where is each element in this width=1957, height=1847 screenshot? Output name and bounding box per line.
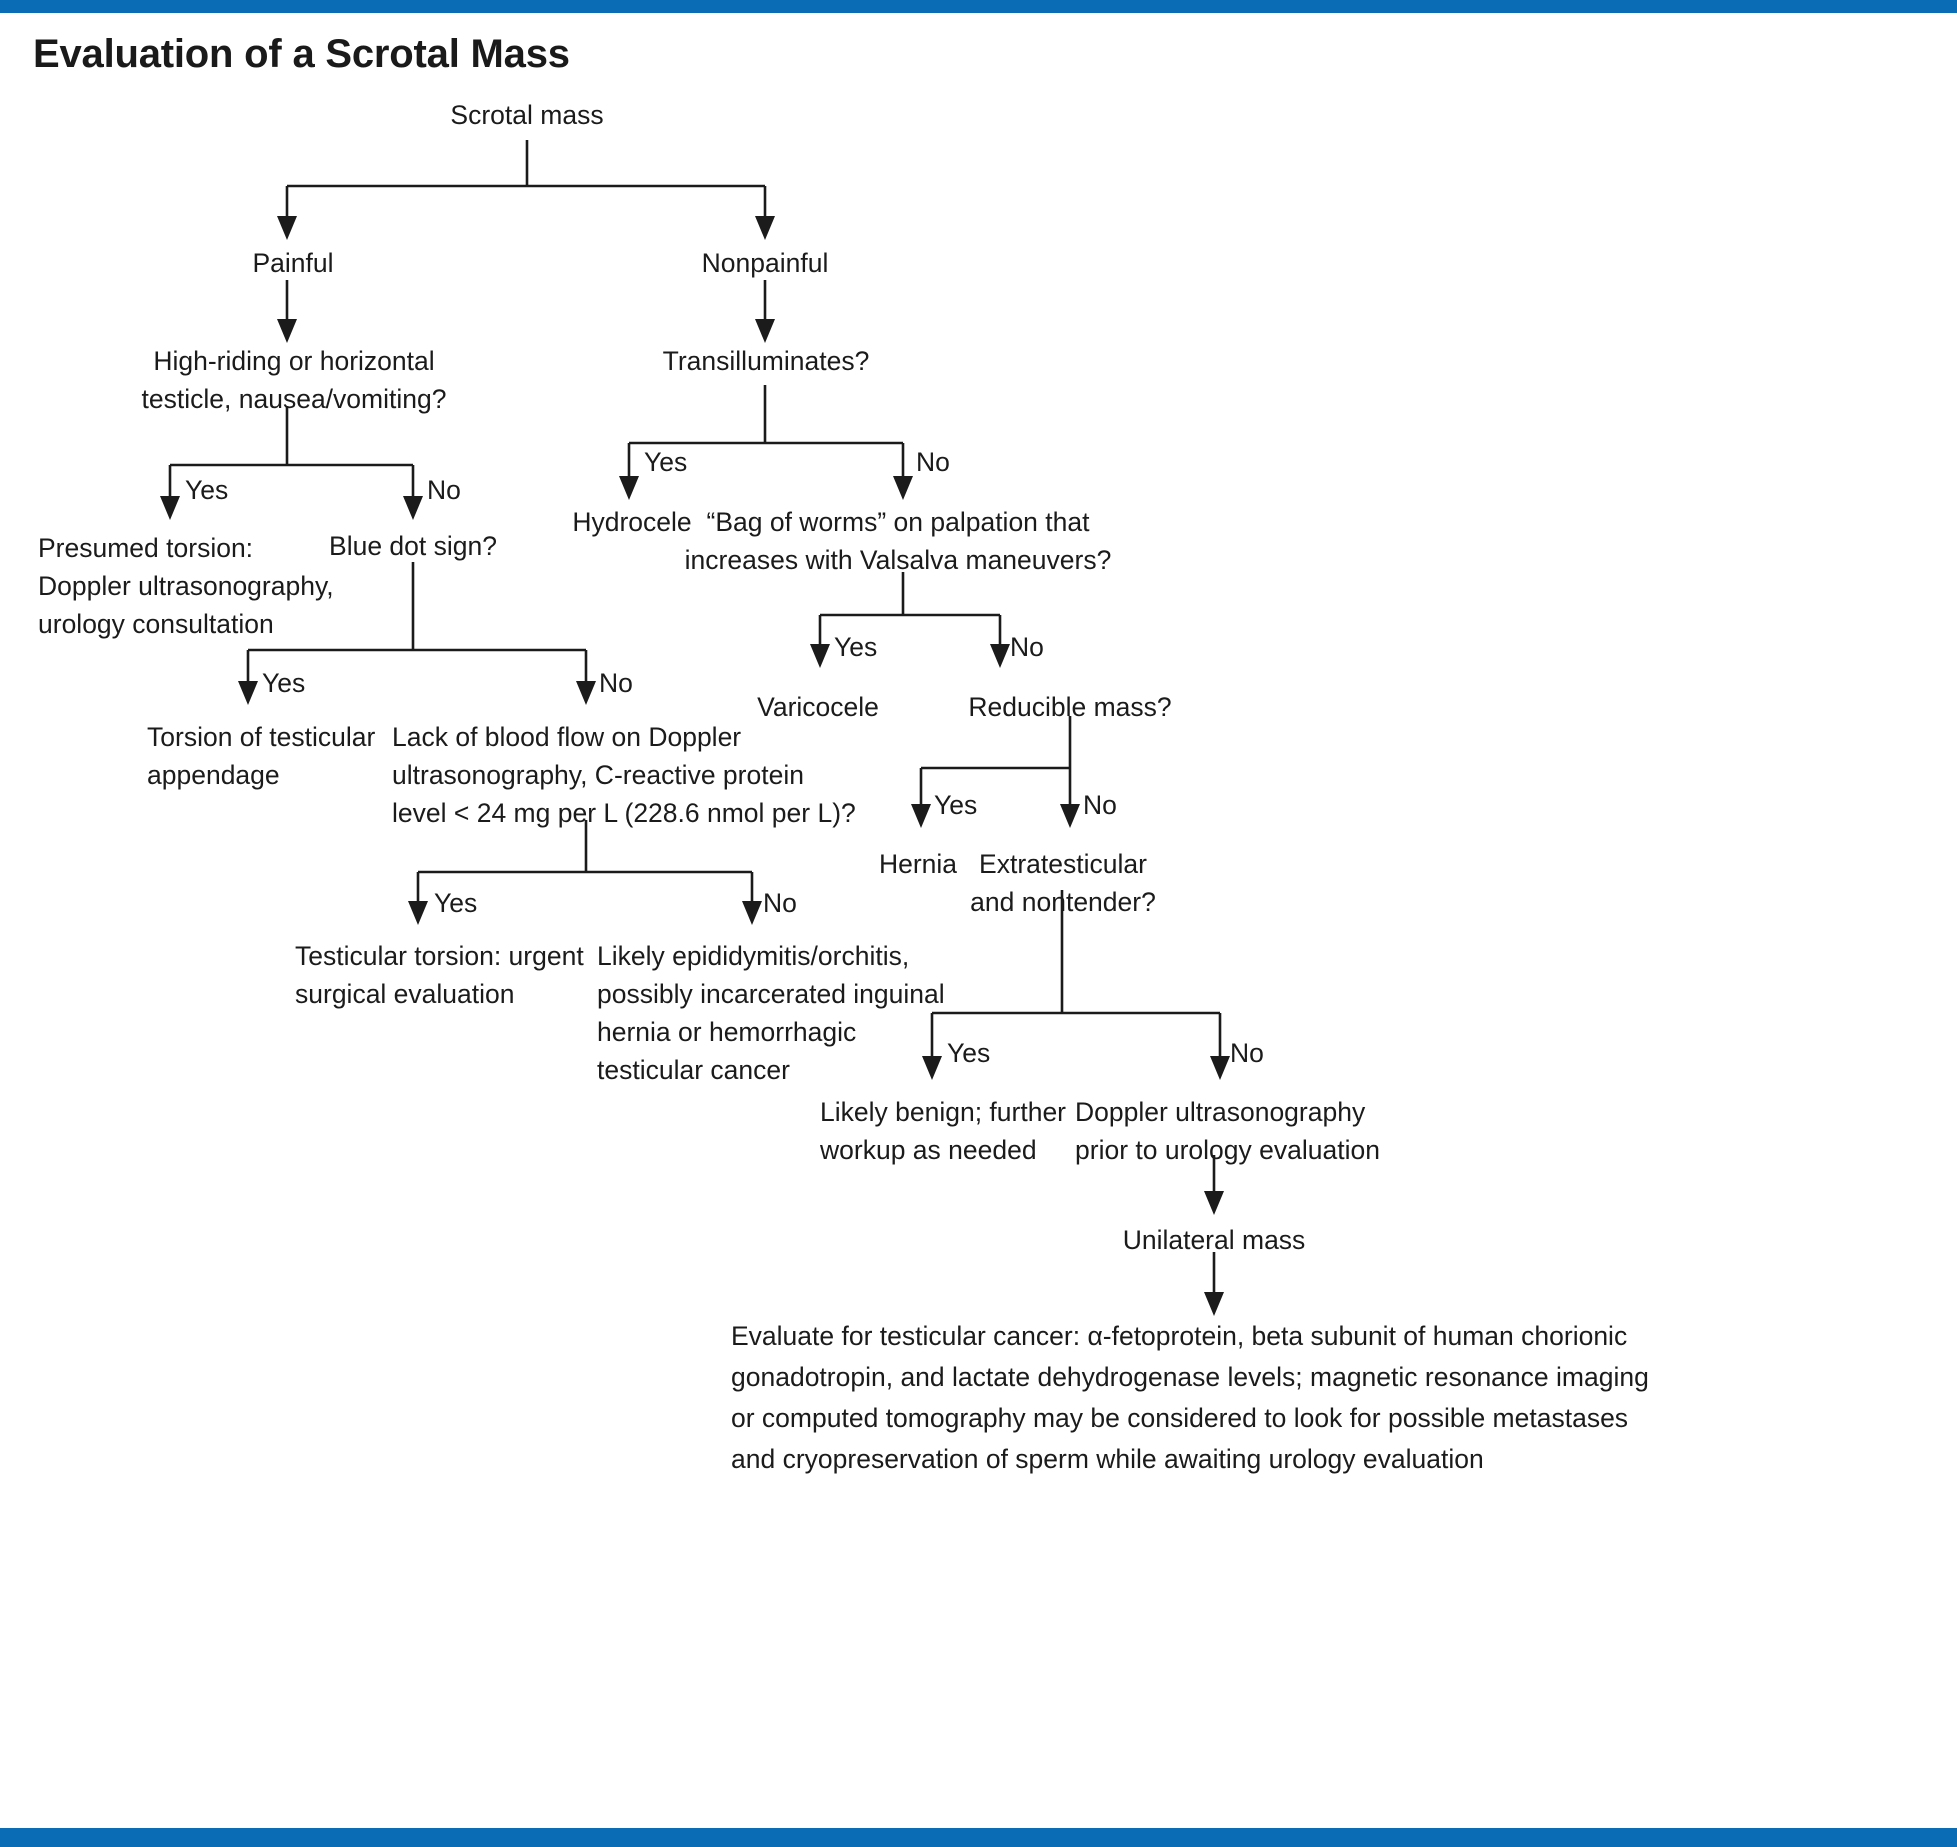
node-hernia[interactable]: Hernia — [878, 849, 958, 879]
bottom-accent-bar — [0, 1828, 1957, 1847]
edge-label-no-6: No — [1083, 790, 1117, 820]
edge-label-yes-7: Yes — [947, 1038, 991, 1068]
page-title: Evaluation of a Scrotal Mass — [33, 32, 570, 76]
edge-label-yes-5: Yes — [434, 888, 478, 918]
edge-label-no-5: No — [763, 888, 797, 918]
edge-label-yes-2: Yes — [644, 447, 688, 477]
edge-label-yes-6: Yes — [934, 790, 978, 820]
node-reducible-mass[interactable]: Reducible mass? — [968, 692, 1172, 722]
node-high-riding[interactable]: High-riding or horizontal testicle, naus… — [141, 346, 447, 414]
edge-label-no-3: No — [599, 668, 633, 698]
edge-label-yes-4: Yes — [834, 632, 878, 662]
edge-label-yes-1: Yes — [185, 475, 229, 505]
node-torsion-appendage[interactable]: Torsion of testicular appendage — [147, 722, 376, 790]
node-hydrocele[interactable]: Hydrocele — [572, 507, 692, 537]
edge-label-no-4: No — [1010, 632, 1044, 662]
edge-label-no-1: No — [427, 475, 461, 505]
node-blue-dot-sign[interactable]: Blue dot sign? — [329, 531, 497, 561]
top-accent-bar — [0, 0, 1957, 13]
node-testicular-torsion[interactable]: Testicular torsion: urgent surgical eval… — [295, 941, 584, 1009]
edge-label-no-2: No — [916, 447, 950, 477]
edge-label-yes-3: Yes — [262, 668, 306, 698]
node-likely-benign[interactable]: Likely benign; further workup as needed — [820, 1097, 1067, 1165]
edge-label-no-7: No — [1230, 1038, 1264, 1068]
node-evaluate-cancer[interactable]: Evaluate for testicular cancer: α-fetopr… — [731, 1321, 1649, 1474]
node-lack-of-blood-flow[interactable]: Lack of blood flow on Doppler ultrasonog… — [392, 722, 856, 828]
node-unilateral-mass[interactable]: Unilateral mass — [1122, 1225, 1306, 1255]
node-presumed-torsion[interactable]: Presumed torsion: Doppler ultrasonograph… — [38, 533, 334, 639]
node-transilluminates[interactable]: Transilluminates? — [662, 346, 870, 376]
node-scrotal-mass[interactable]: Scrotal mass — [450, 100, 604, 130]
node-extratesticular[interactable]: Extratesticular and nontender? — [970, 849, 1156, 917]
node-nonpainful[interactable]: Nonpainful — [701, 248, 829, 278]
node-painful[interactable]: Painful — [252, 248, 334, 278]
node-likely-epididymitis[interactable]: Likely epididymitis/orchitis, possibly i… — [597, 941, 945, 1085]
node-varicocele[interactable]: Varicocele — [757, 692, 879, 722]
node-bag-of-worms[interactable]: “Bag of worms” on palpation that increas… — [684, 507, 1112, 575]
node-doppler-prior[interactable]: Doppler ultrasonography prior to urology… — [1075, 1097, 1380, 1165]
